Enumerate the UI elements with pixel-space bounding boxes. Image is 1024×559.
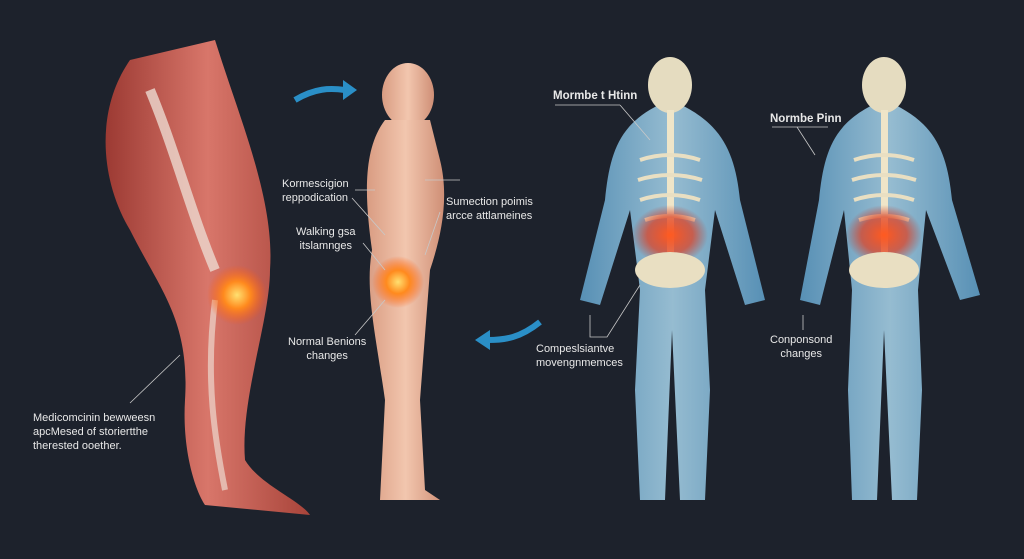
arrow-left-icon <box>487 319 542 343</box>
label-normbe-pinn: Normbe Pinn <box>770 113 842 125</box>
knee-inflammation <box>207 265 267 325</box>
label-normbe-htinn: Mormbe t Htinn <box>553 90 638 102</box>
label-componsond-changes: Conponsond changes <box>770 334 833 360</box>
label-medico-description: Medicomcinin bewweesn apcMesed of storie… <box>33 412 156 452</box>
label-normal-benions-changes: Normal Benions changes <box>288 336 367 362</box>
label-kinematic-reproduction: Kormescigion reppodication <box>282 178 349 204</box>
back-skeleton-figure-1 <box>580 57 765 500</box>
hip-inflammation <box>372 256 424 308</box>
standing-body-figure <box>366 63 445 500</box>
leader-lines <box>129 104 828 404</box>
label-sumection-points: Sumection poimis arcce attlameines <box>446 196 533 222</box>
muscular-leg-figure <box>105 40 310 515</box>
arrow-head-left-icon <box>475 330 490 350</box>
back-skeleton-figure-2 <box>800 57 980 500</box>
arrow-head-right-icon <box>343 80 357 100</box>
label-walking-gait-changes: Walking gsa itslamnges <box>296 226 356 252</box>
label-compensative-movements: Compeslsiantve movengnmemces <box>536 343 623 369</box>
arrow-right-icon <box>293 86 346 103</box>
